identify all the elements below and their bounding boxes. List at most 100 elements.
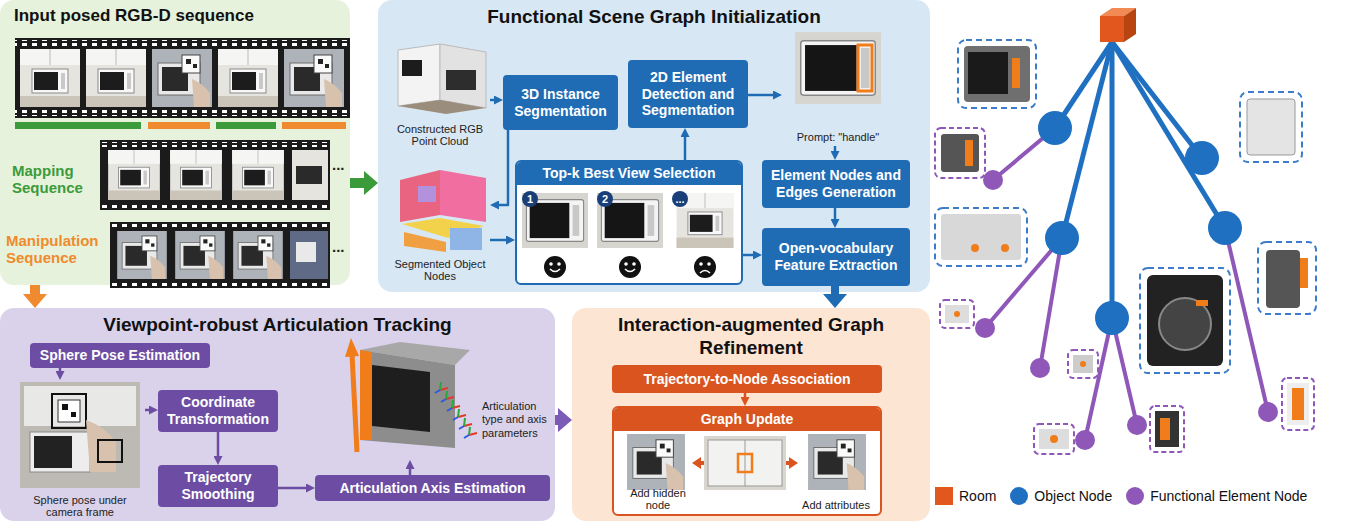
element-thumbnail <box>935 128 985 178</box>
tree-edge <box>1085 318 1112 440</box>
update-figure: Add attributes <box>795 432 877 514</box>
tree-edge <box>1112 42 1225 228</box>
callout-badge: 2 <box>597 191 613 207</box>
sequence-label: ... <box>332 238 350 255</box>
segmentation-figure: Segmented Object Nodes <box>390 165 490 285</box>
object-thumbnail <box>958 40 1036 108</box>
element-thumbnail <box>965 140 973 166</box>
stage-panel: Viewpoint-robust Articulation TrackingSp… <box>0 308 555 521</box>
object-thumbnail <box>1240 92 1302 162</box>
element-thumbnail <box>1034 424 1074 454</box>
process-box: Trajectory-to-Node Association <box>612 365 882 393</box>
element-node-circle <box>1075 430 1095 450</box>
process-box: Open-vocabulary Feature Extraction <box>762 228 910 286</box>
object-thumbnail <box>1159 298 1211 350</box>
element-thumbnail <box>1282 378 1314 430</box>
tree-edge <box>1110 42 1115 318</box>
articulation-figure: Articulation type and axis parameters <box>340 340 552 460</box>
panel-title: Interaction-augmented Graph Refinement <box>572 308 930 360</box>
element-thumbnail <box>1292 388 1304 420</box>
tree-edge <box>1062 42 1112 238</box>
object-node-circle <box>1208 211 1242 245</box>
object-thumbnail <box>1140 268 1230 373</box>
element-thumbnail <box>954 311 960 317</box>
object-node-circle <box>1045 221 1079 255</box>
process-box: 3D Instance Segmentation <box>503 75 618 130</box>
process-box: Trajectory Smoothing <box>158 465 278 507</box>
object-thumbnail <box>1196 300 1208 306</box>
connector-arrow <box>30 285 40 294</box>
graph-update-box: Graph UpdateAdd hidden node Add attribute… <box>612 406 882 516</box>
callout-badge: 1 <box>522 191 538 207</box>
object-thumbnail <box>1001 244 1009 252</box>
object-node-circle <box>1185 141 1219 175</box>
element-node-circle <box>983 170 1003 190</box>
callout-number: 2 <box>602 191 608 207</box>
panel-title: Viewpoint-robust Articulation Tracking <box>0 308 555 337</box>
figure-caption: Articulation type and axis parameters <box>482 400 552 440</box>
callout-badge: ... <box>672 191 688 207</box>
element-thumbnail <box>1155 411 1179 447</box>
legend-swatch <box>1126 487 1144 505</box>
callout-number: 1 <box>527 191 533 207</box>
panel-title: Input posed RGB-D sequence <box>0 0 350 26</box>
element-node-circle <box>975 318 995 338</box>
object-thumbnail <box>935 208 1027 266</box>
object-thumbnail <box>968 52 1008 94</box>
group-header: Graph Update <box>614 408 880 431</box>
object-thumbnail <box>935 40 1316 373</box>
figure-caption: Segmented Object Nodes <box>390 258 490 285</box>
box-label: Element Nodes and Edges Generation <box>767 167 905 201</box>
element-thumbnail <box>1039 429 1069 449</box>
object-thumbnail <box>1300 258 1308 288</box>
element-thumbnail <box>1150 406 1184 452</box>
legend-text: Room <box>959 488 996 504</box>
process-box: Articulation Axis Estimation <box>315 475 550 501</box>
object-thumbnail <box>1247 99 1295 155</box>
box-label: Articulation Axis Estimation <box>339 480 525 497</box>
object-thumbnail <box>1258 242 1316 314</box>
figure-caption: Add hidden node <box>618 487 698 514</box>
callout-number: ... <box>675 191 684 207</box>
element-thumbnail <box>935 128 1314 454</box>
sphere-figure: Sphere pose under camera frame <box>15 380 145 521</box>
room-cube <box>1100 8 1136 16</box>
room-cube <box>1100 16 1124 42</box>
legend-swatch <box>1010 487 1028 505</box>
legend-text: Object Node <box>1034 488 1112 504</box>
object-thumbnail <box>941 214 1021 260</box>
element-node-circle <box>1258 402 1278 422</box>
stage-panel: Functional Scene Graph InitializationCon… <box>378 0 930 292</box>
stage-panel: Interaction-augmented Graph RefinementTr… <box>572 308 930 521</box>
element-node-circle <box>1030 358 1050 378</box>
figure-caption: Prompt: "handle" <box>797 131 879 146</box>
group-header: Top-k Best View Selection <box>517 162 741 185</box>
tree-edge <box>1055 42 1112 128</box>
element-thumbnail <box>1080 361 1086 367</box>
tree-edge <box>1112 42 1202 158</box>
sequence-name: ... <box>332 238 350 255</box>
figure-caption: Add attributes <box>802 499 870 514</box>
object-node-circle <box>1038 111 1072 145</box>
update-figure: Add hidden node <box>618 432 698 514</box>
sequence-name: ... <box>332 156 350 173</box>
box-label: 2D Element Detection and Segmentation <box>633 69 743 119</box>
element-thumbnail <box>1073 355 1093 373</box>
room-cube <box>1100 8 1136 42</box>
legend: RoomObject NodeFunctional Element Node <box>935 487 1307 505</box>
element-thumbnail <box>1287 383 1309 425</box>
sequence-label: Mapping Sequence <box>12 162 98 197</box>
point-cloud-figure: Constructed RGB Point Cloud <box>390 40 490 150</box>
element-thumbnail <box>1068 350 1098 378</box>
element-thumbnail <box>1160 418 1170 440</box>
element-node-circle <box>1127 415 1147 435</box>
sequence-name: Mapping Sequence <box>12 162 98 197</box>
tree-edge <box>1112 318 1137 425</box>
object-thumbnail <box>1147 275 1223 366</box>
object-node-circle <box>1038 111 1242 335</box>
legend-swatch <box>935 487 953 505</box>
process-box: Element Nodes and Edges Generation <box>762 160 910 208</box>
panel-title: Functional Scene Graph Initialization <box>378 0 930 29</box>
element-thumbnail <box>945 305 969 323</box>
object-node-circle <box>1095 301 1129 335</box>
